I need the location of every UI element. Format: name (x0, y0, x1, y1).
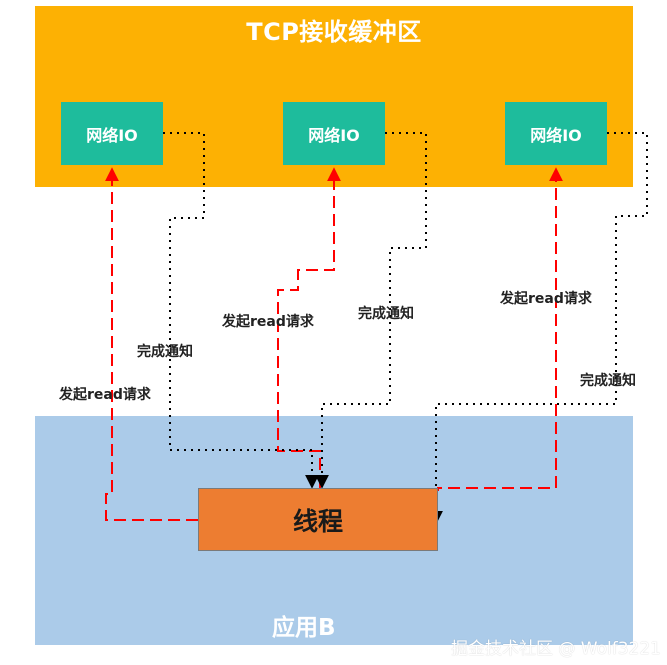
tcp-buffer-title: TCP接收缓冲区 (246, 18, 422, 46)
watermark: 掘金技术社区 @ Wolf3221 (451, 639, 661, 659)
network-io-2: 网络IO (283, 102, 385, 165)
completion-label-2: 完成通知 (358, 306, 414, 322)
application-label: 应用B (272, 615, 336, 641)
completion-label-3: 完成通知 (580, 373, 636, 389)
read-request-line-3 (413, 167, 563, 521)
read-request-line-1 (105, 167, 198, 521)
network-io-3: 网络IO (505, 102, 607, 165)
read-request-label-2: 发起read请求 (222, 314, 314, 330)
network-io-1: 网络IO (61, 102, 163, 165)
read-request-line-2 (277, 167, 341, 488)
read-request-label-1: 发起read请求 (59, 387, 151, 403)
read-request-label-3: 发起read请求 (500, 291, 592, 307)
completion-label-1: 完成通知 (137, 344, 193, 360)
thread-box: 线程 (198, 488, 438, 551)
completion-line-3 (429, 132, 648, 525)
completion-line-1 (163, 132, 319, 489)
